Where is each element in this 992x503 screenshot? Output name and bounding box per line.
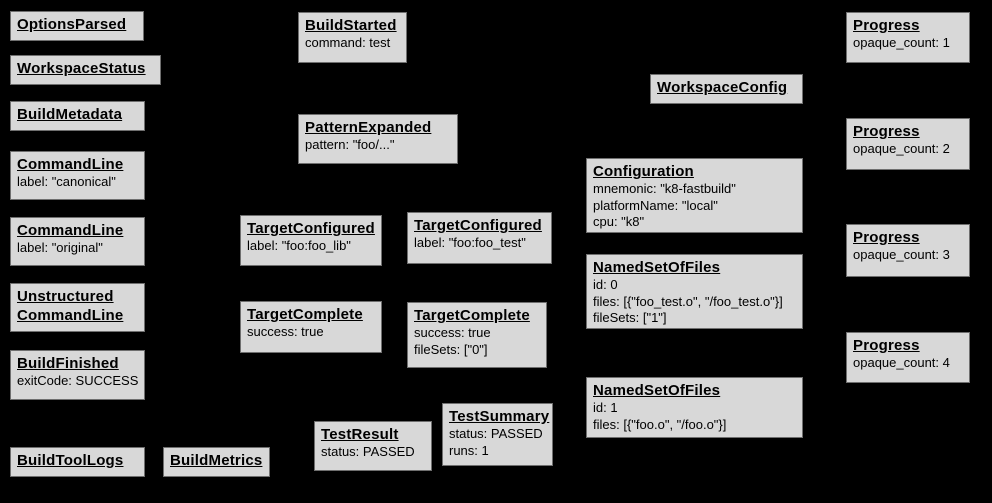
node-field: fileSets: ["1"]: [593, 310, 667, 325]
node-build-finished: BuildFinished exitCode: SUCCESS: [10, 350, 145, 400]
node-target-complete-foo-lib: TargetComplete success: true: [240, 301, 382, 353]
node-field: mnemonic: "k8-fastbuild": [593, 181, 736, 196]
node-field: fileSets: ["0"]: [414, 341, 488, 357]
node-target-configured-foo-lib: TargetConfigured label: "foo:foo_lib": [240, 215, 382, 266]
node-field: label: "original": [17, 240, 103, 255]
node-field: id: 1: [593, 400, 618, 415]
node-title: TargetConfigured: [247, 220, 375, 237]
node-unstructured-command-line: Unstructured CommandLine: [10, 283, 145, 332]
node-field: success: true: [247, 324, 324, 339]
node-configuration: Configuration mnemonic: "k8-fastbuild" p…: [586, 158, 803, 233]
node-options-parsed: OptionsParsed: [10, 11, 144, 41]
node-field: opaque_count: 3: [853, 247, 950, 262]
node-field: platformName: "local": [593, 197, 718, 213]
node-build-metadata: BuildMetadata: [10, 101, 145, 131]
node-title: BuildFinished: [17, 355, 119, 372]
node-target-configured-foo-test: TargetConfigured label: "foo:foo_test": [407, 212, 552, 264]
node-progress-3: Progress opaque_count: 3: [846, 224, 970, 277]
node-pattern-expanded: PatternExpanded pattern: "foo/...": [298, 114, 458, 164]
node-field: runs: 1: [449, 442, 489, 458]
node-title: Progress: [853, 17, 920, 34]
node-build-tool-logs: BuildToolLogs: [10, 447, 145, 477]
node-title: TargetComplete: [414, 307, 530, 324]
node-field: files: [{"foo.o", "/foo.o"}]: [593, 416, 727, 432]
node-title: NamedSetOfFiles: [593, 382, 721, 399]
node-field: label: "foo:foo_lib": [247, 238, 351, 253]
node-title: Unstructured CommandLine: [17, 288, 124, 324]
node-title: PatternExpanded: [305, 119, 432, 136]
node-field: label: "foo:foo_test": [414, 235, 526, 250]
node-build-started: BuildStarted command: test: [298, 12, 407, 63]
node-title: BuildToolLogs: [17, 452, 124, 469]
node-title: BuildMetrics: [170, 452, 263, 469]
node-title: CommandLine: [17, 222, 124, 239]
node-field: id: 0: [593, 277, 618, 292]
node-field: cpu: "k8": [593, 214, 645, 229]
node-field: label: "canonical": [17, 174, 116, 189]
node-field: command: test: [305, 35, 391, 50]
node-named-set-of-files-0: NamedSetOfFiles id: 0 files: [{"foo_test…: [586, 254, 803, 329]
node-field: status: PASSED: [449, 426, 543, 441]
node-title: Progress: [853, 229, 920, 246]
node-title: NamedSetOfFiles: [593, 259, 721, 276]
node-title: TestSummary: [449, 408, 550, 425]
node-title: TargetComplete: [247, 306, 363, 323]
node-target-complete-foo-test: TargetComplete success: true fileSets: […: [407, 302, 547, 368]
node-build-metrics: BuildMetrics: [163, 447, 270, 477]
node-title: CommandLine: [17, 156, 124, 173]
node-title: TargetConfigured: [414, 217, 542, 234]
node-workspace-config: WorkspaceConfig: [650, 74, 803, 104]
node-progress-2: Progress opaque_count: 2: [846, 118, 970, 170]
node-title: Progress: [853, 123, 920, 140]
node-command-line-original: CommandLine label: "original": [10, 217, 145, 266]
node-field: opaque_count: 2: [853, 141, 950, 156]
node-test-result: TestResult status: PASSED: [314, 421, 432, 471]
node-title: BuildMetadata: [17, 106, 123, 123]
node-title: BuildStarted: [305, 17, 397, 34]
node-title: OptionsParsed: [17, 16, 127, 33]
node-title: Progress: [853, 337, 920, 354]
node-field: success: true: [414, 325, 491, 340]
node-test-summary: TestSummary status: PASSED runs: 1: [442, 403, 553, 466]
node-field: opaque_count: 1: [853, 35, 950, 50]
node-title: WorkspaceConfig: [657, 79, 788, 96]
node-field: status: PASSED: [321, 444, 415, 459]
node-command-line-canonical: CommandLine label: "canonical": [10, 151, 145, 200]
node-progress-4: Progress opaque_count: 4: [846, 332, 970, 383]
node-title: Configuration: [593, 163, 694, 180]
node-progress-1: Progress opaque_count: 1: [846, 12, 970, 63]
node-field: files: [{"foo_test.o", "/foo_test.o"}]: [593, 293, 783, 309]
node-workspace-status: WorkspaceStatus: [10, 55, 161, 85]
node-named-set-of-files-1: NamedSetOfFiles id: 1 files: [{"foo.o", …: [586, 377, 803, 438]
node-field: pattern: "foo/...": [305, 137, 395, 152]
node-field: exitCode: SUCCESS: [17, 373, 139, 388]
node-title: WorkspaceStatus: [17, 60, 146, 77]
node-field: opaque_count: 4: [853, 355, 950, 370]
node-title: TestResult: [321, 426, 399, 443]
